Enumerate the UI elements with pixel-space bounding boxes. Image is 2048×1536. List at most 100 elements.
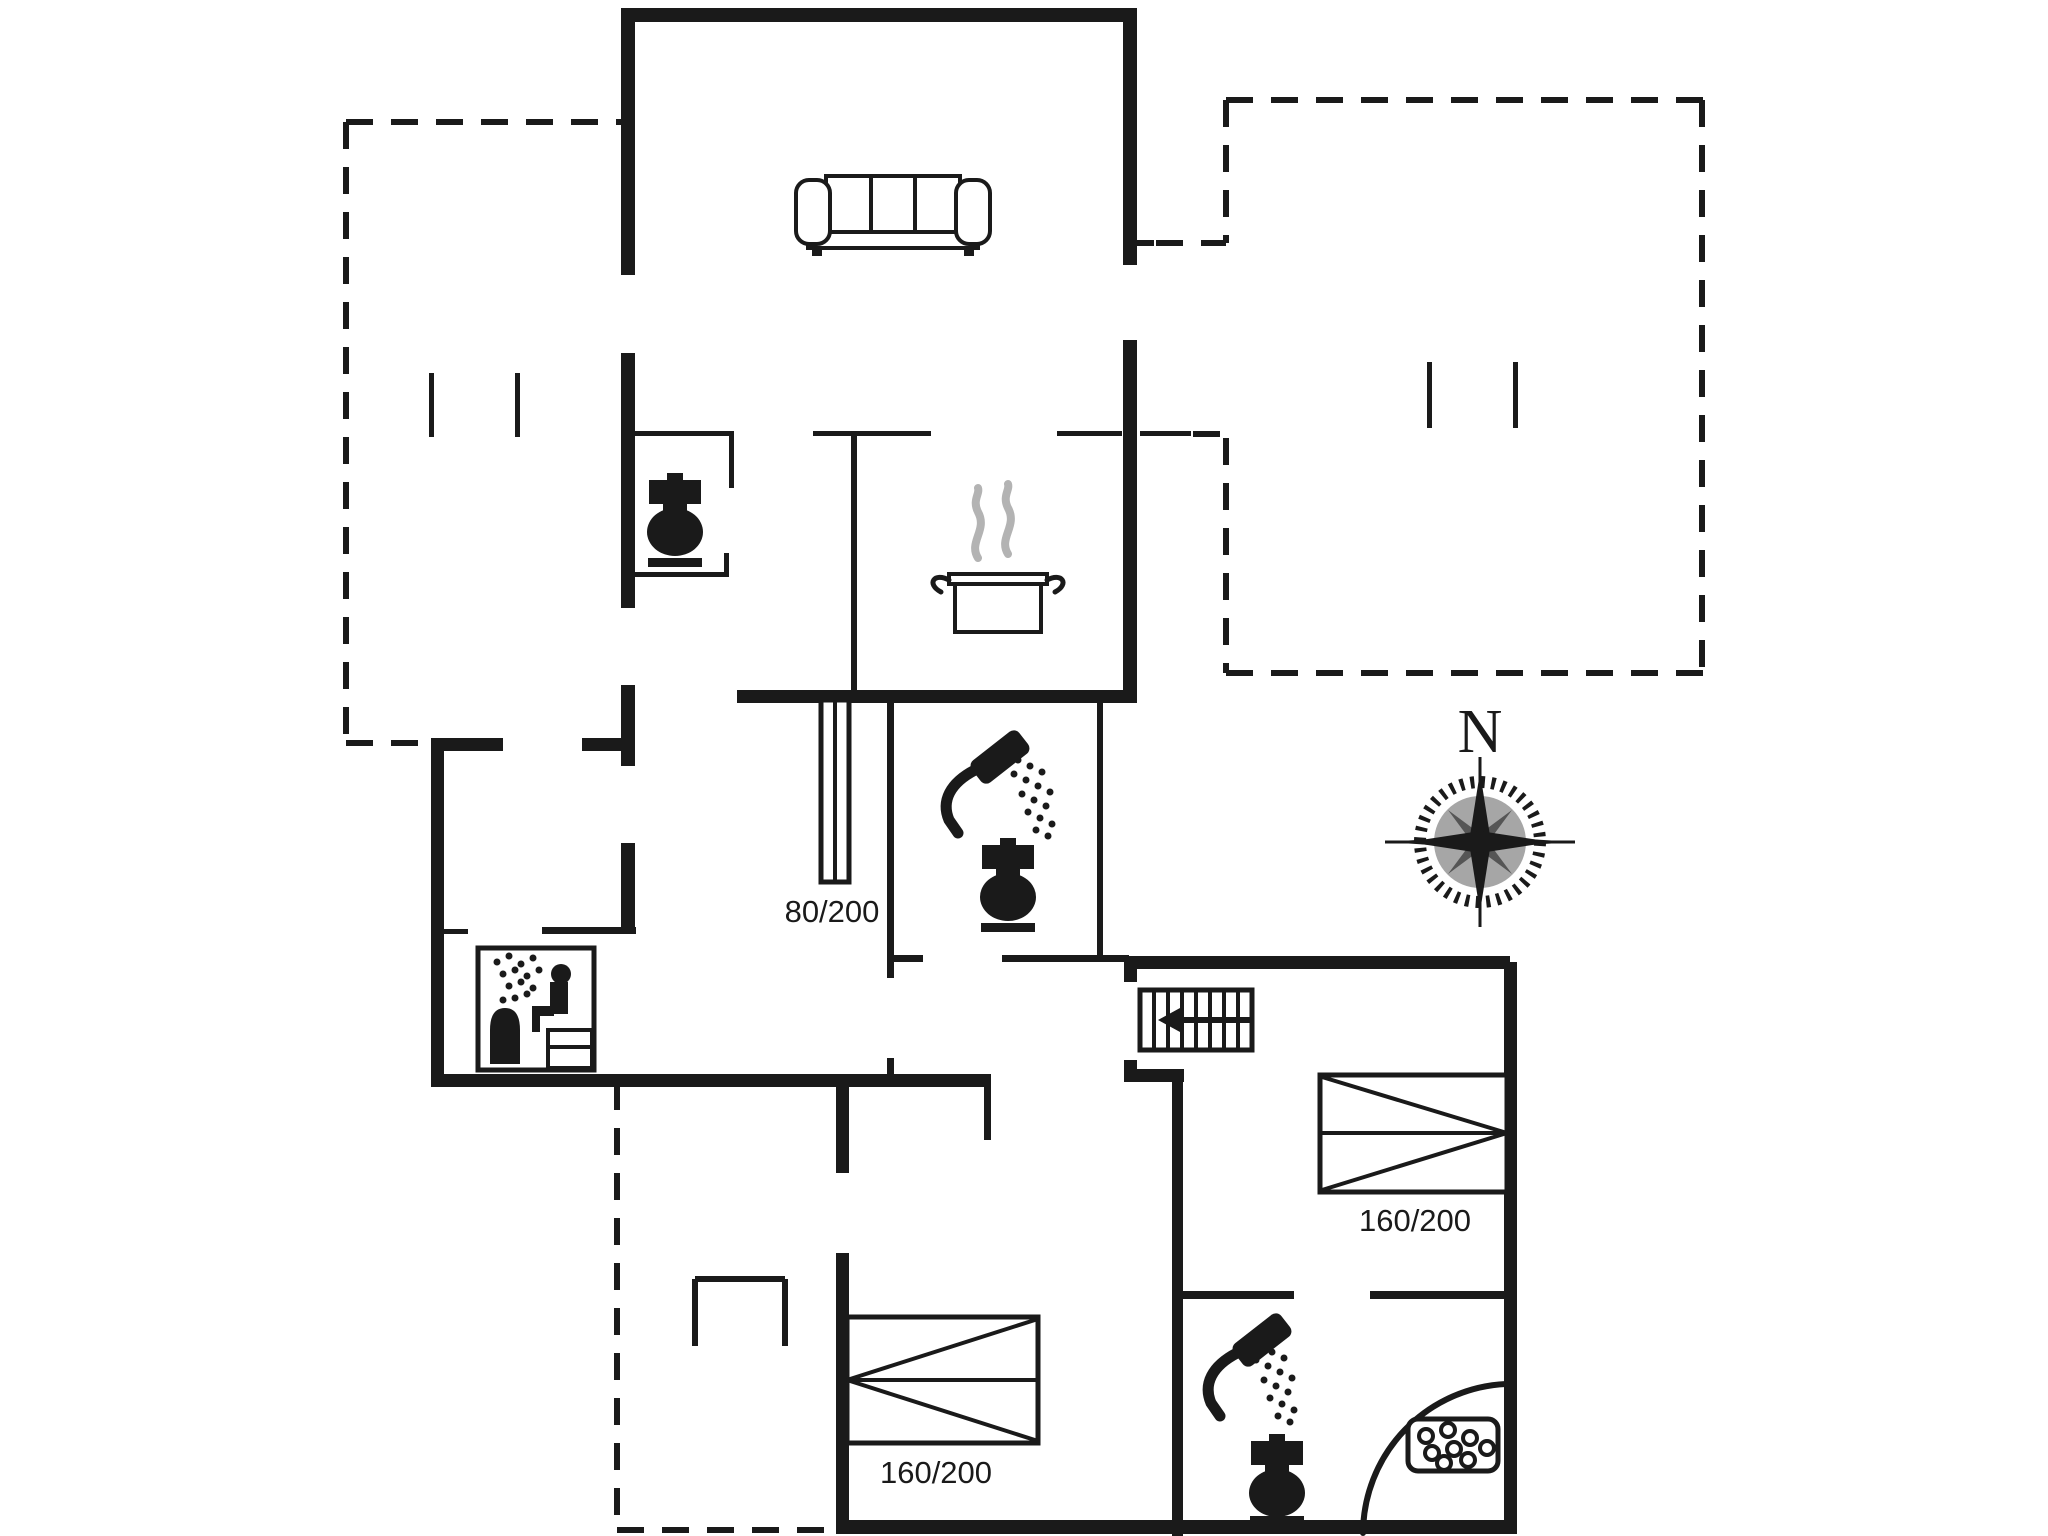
shower-bath2-spray-dot [1264,1362,1272,1370]
sauna-steam-dot [523,990,531,998]
shower-bath1-spray-dot [1036,814,1044,822]
shower-bath2-spray-dot [1274,1412,1282,1420]
wall-west-room-4 [621,843,635,930]
toilet-wc-base [648,558,702,567]
wall-wc-north [628,431,734,436]
shower-bath2-spray-dot [1290,1406,1298,1414]
shower-bath1-spray-dot [1018,790,1026,798]
shower-bath2-spray-dot [1276,1368,1284,1376]
pot-body [953,582,1043,634]
shower-bath2-spray-dot [1252,1356,1260,1364]
compass-spear-east [1498,837,1575,847]
wall-bath1-west-stub [887,1058,894,1082]
basin-dot-7 [1435,1454,1453,1472]
wall-bath2-north-b [1370,1291,1511,1299]
sauna-steam-dot [499,970,507,978]
shower-bath2-head [1232,1313,1292,1367]
shower-bath1-spray-dot [1022,776,1030,784]
shower-bath2-spray-dot [1288,1374,1296,1382]
wall-stairhall-jog [1124,1069,1184,1082]
sauna-person-shin [532,1006,540,1032]
basin-dot-6 [1445,1440,1463,1458]
wall-living-south-a [813,431,931,436]
stairs-arrow-head [1158,1008,1180,1032]
sauna-person-torso [550,982,568,1014]
basin-dot-8 [1459,1451,1477,1469]
shower-bath2-spray-dot [1256,1342,1264,1350]
sauna-steam-dot [529,984,537,992]
sauna-steam-dot [517,960,525,968]
wall-west-living-1 [621,8,635,275]
toilet-bath1-bowl [980,873,1036,921]
wall-stairhall-west-a [1124,956,1137,982]
bed-size-label-bottom: 160/200 [880,1455,992,1490]
shower-bath1-spray-dot [1030,796,1038,804]
toilet-bath1-base [981,923,1035,932]
sauna-steam-dot [511,994,519,1002]
wall-bath1-east [1097,700,1103,960]
wall-east-living-1 [1123,8,1137,265]
wall-sauna-north-b [582,738,635,751]
sauna-steam-dot [505,982,513,990]
wall-wc-south [628,572,729,577]
bed-right-diag-2 [1321,1131,1508,1192]
compass-spear-west [1385,837,1462,847]
wardrobe-size-label: 80/200 [785,894,880,929]
shower-bath1-head [970,730,1030,784]
pot-handle-right [1044,574,1066,595]
shower-bath2-spray-dot [1260,1376,1268,1384]
basin-dot-3 [1461,1429,1479,1447]
shower-bath2-spray-dot [1280,1354,1288,1362]
wall-bath1-west [887,697,894,978]
sauna-steam-dot [499,996,507,1004]
window-tick-east-wall [1135,240,1154,246]
sauna-heater [490,1007,520,1064]
window-tick-terrace-left-1 [429,373,434,437]
sauna-steam-dot [517,978,525,986]
wall-bath1-south-b [1002,955,1129,962]
sauna-steam-dot [529,954,537,962]
shower-bath1-spray-dot [1046,788,1054,796]
sofa-arm-right [954,178,992,246]
shower-bath1-spray-dot [1048,820,1056,828]
shower-bath1-spray-dot [1038,768,1046,776]
sauna-steam-dot [511,966,519,974]
wall-east-exterior [1504,962,1517,1534]
wall-hall-south [431,1074,991,1087]
wall-wc-east [729,431,734,488]
wall-bedroom-west-a [836,1074,849,1173]
wall-east-kitchen [1123,340,1137,698]
shower-bath1-spray-dot [1014,756,1022,764]
wall-bath2-north-a [1177,1291,1294,1299]
toilet-bath2-cap [1269,1434,1285,1441]
sauna-steam-dot [493,958,501,966]
shower-bath1-arm [940,764,981,839]
wall-wc-south-stub [724,553,729,574]
shower-bath1-spray-dot [1034,782,1042,790]
wall-living-south-b [1057,431,1122,436]
sauna-steam-dot [523,972,531,980]
bed-size-label-right: 160/200 [1359,1203,1471,1238]
wall-sauna-north-a [431,738,503,751]
wall-bedroom-right-north [1128,956,1510,969]
wall-hall-stub [984,1082,991,1140]
shower-cabin-arc [1360,1381,1509,1536]
window-tick-terrace-left-2 [515,373,520,437]
shower-bath2-spray-dot [1286,1418,1294,1426]
pot-steam-1 [971,484,985,562]
shower-bath2-spray-dot [1266,1394,1274,1402]
shower-bath2-spray-dot [1272,1382,1280,1390]
wall-mid-horizontal [737,690,1137,703]
basin-dot-5 [1423,1444,1441,1462]
sofa-foot-left [812,248,822,256]
sofa-foot-right [964,248,974,256]
wall-top-exterior [621,8,1137,22]
pot-steam-2 [1001,480,1015,558]
basin-dot-4 [1478,1439,1496,1457]
shower-bath2-spray-dot [1284,1388,1292,1396]
wall-bath2-west [1172,1075,1183,1536]
basin-dot-2 [1439,1421,1457,1439]
shower-bath1-spray-dot [1024,808,1032,816]
wall-sauna-inner [542,927,636,934]
